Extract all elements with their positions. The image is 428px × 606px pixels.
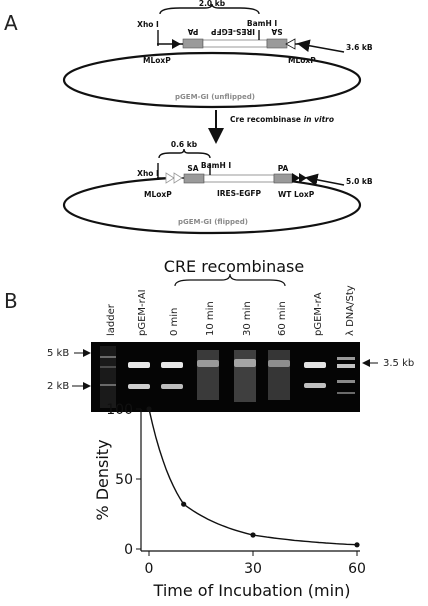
mloxp-triangle-a (165, 172, 175, 184)
marker-label-3-5kb: 3.5 kb (383, 358, 414, 369)
lane-label: ladder (106, 303, 117, 336)
band-30min (234, 359, 256, 367)
bam-label-flipped: BamH I (201, 161, 231, 170)
gel-image (91, 342, 360, 412)
band-lambda-1 (337, 357, 355, 360)
ires-label-unflipped: IRES-EGFP (210, 27, 255, 36)
step-label: Cre recombinase in vitro (230, 115, 334, 124)
plasmid-label-unflipped: pGEM-GI (unflipped) (175, 93, 255, 101)
data-point (354, 542, 360, 548)
xho-label-unflipped: Xho I (137, 20, 159, 29)
lane-label: 0 min (169, 308, 180, 336)
marker-label-2kb: 2 kB (47, 381, 69, 392)
plasmid-unflipped: 2.0 kb Xho I BamH I PA IRES-EGFP SA 3.6 … (62, 0, 373, 109)
plasmid-flipped: 0.6 kb Xho I BamH I SA PA IRES-EGFP 5.0 … (62, 140, 373, 235)
panel-letter-b: B (4, 289, 18, 313)
ring-arrow-flipped (304, 173, 345, 187)
y-tick-label: 100 (106, 402, 133, 418)
lane-label: pGEM-rAI (137, 289, 148, 336)
ires-label-flipped: IRES-EGFP (217, 189, 262, 198)
lane-label: 10 min (205, 301, 216, 336)
band-0min-lower (161, 384, 183, 389)
y-axis-label: % Density (93, 439, 112, 520)
sa-label-unflipped: SA (271, 27, 282, 36)
pa-box-unflipped (182, 38, 204, 49)
band-lambda-3 (337, 380, 355, 383)
gel-brace (174, 273, 286, 287)
xho-label-flipped: Xho I (137, 169, 159, 178)
band-60min (268, 360, 290, 367)
distance-label-unflipped: 2.0 kb (199, 0, 226, 8)
x-tick-label: 0 (145, 561, 154, 577)
band-10min (197, 360, 219, 367)
plasmid-ring-unflipped (62, 51, 362, 109)
ladder-band-mid (100, 366, 116, 368)
density-curve (148, 408, 358, 546)
ires-egfp-box-flipped (203, 174, 275, 183)
smear-60min (268, 350, 290, 400)
smear-10min (197, 350, 219, 400)
x-tick-label: 60 (348, 561, 366, 577)
ring-arrow-unflipped (296, 39, 345, 53)
data-points (146, 406, 360, 548)
pa-box-flipped (273, 173, 293, 184)
pa-label-unflipped: PA (188, 27, 199, 36)
lane-label: pGEM-rA (313, 292, 324, 336)
y-ticks: 0 50 100 (106, 402, 141, 558)
data-point (250, 532, 256, 538)
mloxp-right-label: MLoxP (288, 56, 316, 65)
data-point (181, 501, 187, 507)
distance-label-flipped: 0.6 kb (171, 140, 198, 149)
y-tick-label: 0 (124, 542, 133, 558)
sa-label-flipped: SA (187, 164, 198, 173)
band-pgem-ra-upper (304, 362, 326, 368)
sa-box-unflipped (266, 38, 288, 49)
ladder-smear (100, 346, 116, 408)
ires-egfp-box-unflipped (202, 39, 268, 48)
size-label-unflipped: 3.6 kB (346, 43, 373, 52)
density-chart: 0 50 100 0 30 60 % Density Time of Incubatio… (93, 402, 366, 600)
bam-label-unflipped: BamH I (247, 19, 277, 28)
plasmid-label-flipped: pGEM-GI (flipped) (178, 218, 248, 226)
mloxp-left-triangle (172, 39, 181, 49)
band-lambda-2 (337, 364, 355, 368)
band-pgem-rai-lower (128, 384, 150, 389)
wtloxp-triangle-b (299, 173, 307, 183)
gel-title: CRE recombinase (164, 257, 304, 276)
wtloxp-triangle-a (292, 173, 300, 183)
x-tick-label: 30 (244, 561, 262, 577)
y-tick-label: 50 (115, 472, 133, 488)
distance-bracket-unflipped (159, 3, 260, 15)
mloxp-left-label: MLoxP (143, 56, 171, 65)
wtloxp-label: WT LoxP (278, 190, 315, 199)
distance-bracket-flipped (158, 148, 211, 159)
mloxp-triangle-b (173, 172, 183, 184)
lane-labels: ladder pGEM-rAI 0 min 10 min 30 min 60 min pGE… (106, 285, 356, 336)
band-lambda-4 (337, 392, 355, 394)
pa-label-flipped: PA (278, 164, 289, 173)
panel-letter-a: A (4, 11, 18, 35)
mloxp-right-triangle (285, 38, 296, 50)
marker-label-5kb: 5 kB (47, 348, 69, 359)
gel-background (91, 342, 360, 412)
lane-label: λ DNA/Sty (345, 285, 356, 336)
ladder-band-2kb (100, 384, 116, 386)
mloxp-label-flipped: MLoxP (144, 190, 172, 199)
band-pgem-rai-upper (128, 362, 150, 368)
lane-label: 30 min (242, 301, 253, 336)
size-label-flipped: 5.0 kB (346, 177, 373, 186)
sa-box-flipped (183, 173, 205, 184)
smear-30min (234, 350, 256, 402)
band-0min-upper (161, 362, 183, 368)
ladder-band-5kb (100, 356, 116, 358)
data-point (146, 406, 152, 412)
x-ticks: 0 30 60 (145, 551, 366, 577)
band-pgem-ra-lower (304, 383, 326, 388)
lane-label: 60 min (277, 301, 288, 336)
x-axis-label: Time of Incubation (min) (153, 581, 351, 600)
